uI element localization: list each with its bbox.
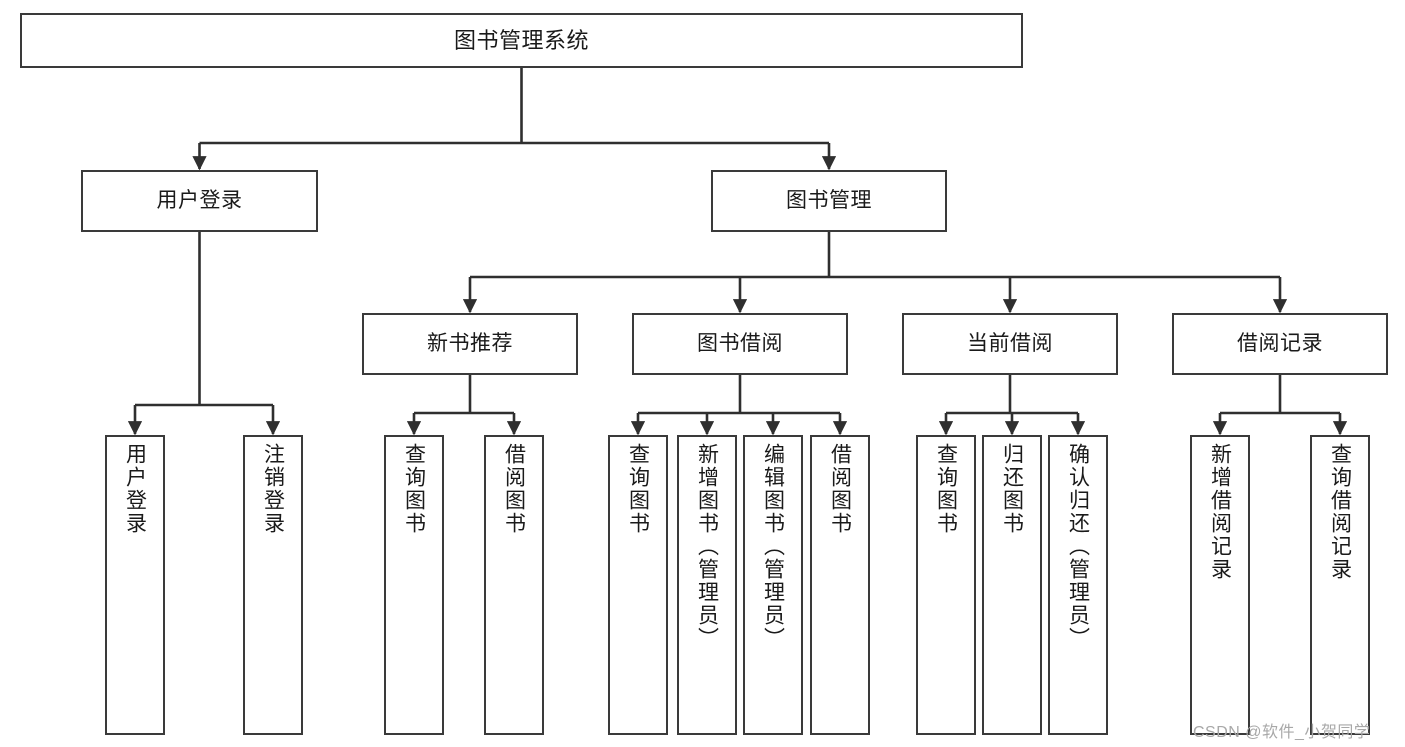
node-label: 图书管理 xyxy=(786,188,872,212)
node-label: 注销登录 xyxy=(261,443,285,535)
node-label: 查询图书 xyxy=(934,443,958,535)
node-label: 借阅图书 xyxy=(502,443,526,535)
node-label: 借阅记录 xyxy=(1237,331,1323,355)
node-leaf-logout: 注销登录 xyxy=(243,435,303,735)
node-leaf-query-book-nbr: 查询图书 xyxy=(384,435,444,735)
node-leaf-borrow-book-nbr: 借阅图书 xyxy=(484,435,544,735)
node-leaf-add-book: 新增图书（管理员） xyxy=(677,435,737,735)
node-leaf-confirm-return: 确认归还（管理员） xyxy=(1048,435,1108,735)
node-label: 用户登录 xyxy=(123,443,147,535)
node-leaf-query-book-bb: 查询图书 xyxy=(608,435,668,735)
node-leaf-query-record: 查询借阅记录 xyxy=(1310,435,1370,735)
node-label: 新增借阅记录 xyxy=(1208,443,1232,581)
node-root: 图书管理系统 xyxy=(20,13,1023,68)
node-leaf-return-book: 归还图书 xyxy=(982,435,1042,735)
node-label: 编辑图书（管理员） xyxy=(761,443,785,650)
node-leaf-user-login: 用户登录 xyxy=(105,435,165,735)
node-label: 新增图书（管理员） xyxy=(695,443,719,650)
node-current-borrow: 当前借阅 xyxy=(902,313,1118,375)
node-new-book-recommend: 新书推荐 xyxy=(362,313,578,375)
node-leaf-query-book-cb: 查询图书 xyxy=(916,435,976,735)
node-label: 查询借阅记录 xyxy=(1328,443,1352,581)
node-leaf-edit-book: 编辑图书（管理员） xyxy=(743,435,803,735)
node-leaf-add-record: 新增借阅记录 xyxy=(1190,435,1250,735)
node-label: 新书推荐 xyxy=(427,331,513,355)
node-leaf-borrow-book-bb: 借阅图书 xyxy=(810,435,870,735)
node-label: 用户登录 xyxy=(156,188,243,212)
node-label: 当前借阅 xyxy=(967,331,1053,355)
node-user-login: 用户登录 xyxy=(81,170,318,232)
node-label: 图书管理系统 xyxy=(453,27,589,53)
node-book-borrow: 图书借阅 xyxy=(632,313,848,375)
node-label: 归还图书 xyxy=(1000,443,1024,535)
node-label: 借阅图书 xyxy=(828,443,852,535)
node-book-manage: 图书管理 xyxy=(711,170,947,232)
node-label: 确认归还（管理员） xyxy=(1066,443,1090,650)
watermark-text: CSDN @软件_小贺同学 xyxy=(1193,724,1371,741)
node-borrow-record: 借阅记录 xyxy=(1172,313,1388,375)
node-label: 图书借阅 xyxy=(697,331,783,355)
node-label: 查询图书 xyxy=(626,443,650,535)
node-label: 查询图书 xyxy=(402,443,426,535)
